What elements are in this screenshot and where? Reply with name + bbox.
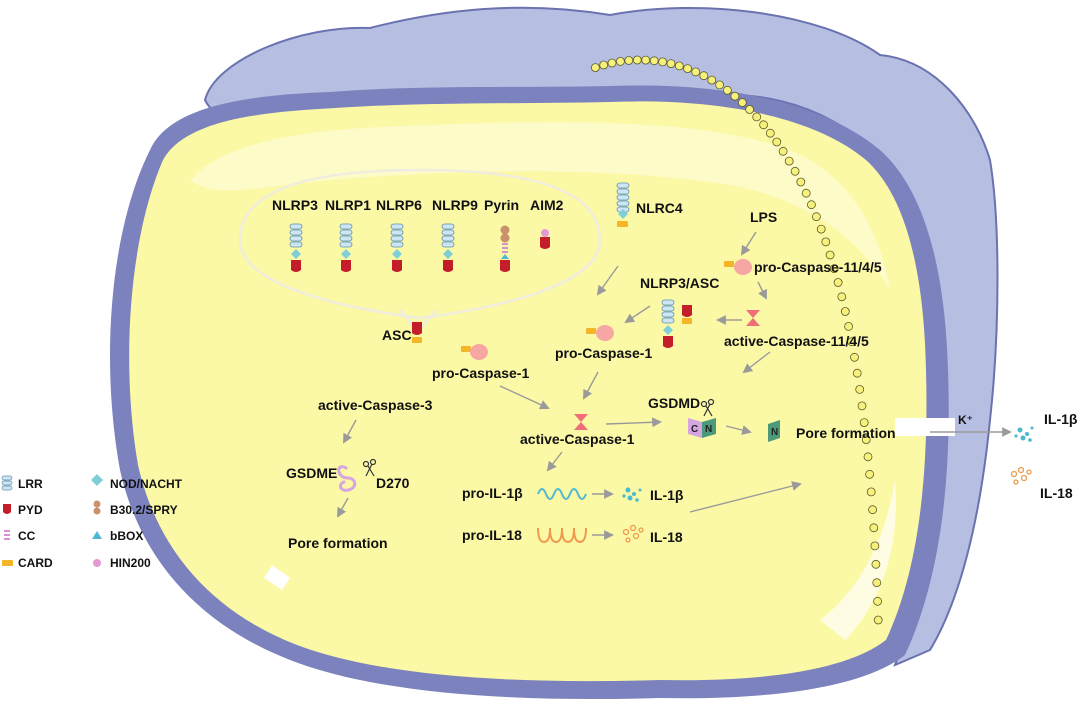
label-active-caspase-11: active-Caspase-11/4/5: [724, 333, 869, 349]
legend-nod-icon: [91, 474, 103, 486]
gsdmd-c-label: C: [691, 424, 698, 435]
legend-cc: CC: [18, 529, 36, 543]
arrow-gsdme-pore: [337, 497, 349, 518]
legend-lrr-icon: [1, 475, 13, 491]
scissors-icon: [700, 398, 715, 417]
pro-caspase-1-mid-icon: [586, 325, 614, 341]
pro-il1b-icon: [537, 488, 587, 500]
label-nlrp3-asc: NLRP3/ASC: [640, 275, 719, 291]
arrow-nlrc4: [596, 265, 619, 296]
label-lps: LPS: [750, 209, 777, 225]
legend-lrr: LRR: [18, 477, 43, 491]
membrane-beads: [591, 55, 883, 625]
arrow-casp1-left: [499, 385, 550, 410]
label-pro-caspase-1-mid: pro-Caspase-1: [555, 345, 652, 361]
sensor-ellipse: [238, 168, 602, 320]
asc-icon: [412, 322, 422, 343]
nlrp3-in-complex: [661, 299, 675, 348]
legend-card-icon: [2, 560, 13, 566]
label-pore-formation-left: Pore formation: [288, 535, 388, 551]
nlrp3-protein: [289, 223, 303, 272]
label-il18: IL-18: [650, 529, 683, 545]
legend-hin200: HIN200: [110, 556, 151, 570]
arrow-casp11-down: [742, 351, 771, 374]
legend-cc-icon: [4, 530, 10, 540]
pro-caspase-11-icon: [724, 259, 752, 275]
label-nlrp6: NLRP6: [376, 197, 422, 213]
arrow-casp1-to-il: [546, 451, 563, 472]
legend-b30-icon: [93, 500, 101, 515]
label-gsdmd: GSDMD: [648, 395, 700, 411]
label-pro-il1b: pro-IL-1β: [462, 485, 523, 501]
nlrc4-protein: [616, 182, 630, 227]
legend-pyd-icon: [3, 504, 11, 514]
legend-pyd: PYD: [18, 503, 43, 517]
nlrp1-protein: [339, 223, 353, 272]
nlr-sensor-proteins: [289, 223, 455, 272]
label-il1b: IL-1β: [650, 487, 684, 503]
active-caspase-11-icon: [746, 310, 760, 326]
label-nlrp3: NLRP3: [272, 197, 318, 213]
nlrp6-protein: [390, 223, 404, 272]
cytoplasm-highlight: [190, 122, 890, 290]
arrow-secretion: [689, 481, 802, 513]
label-il1b-out: IL-1β: [1044, 411, 1078, 427]
arrow-casp1-mid: [583, 371, 599, 400]
gsdmd-n-fragment-icon: N: [768, 420, 780, 442]
aim2-protein: [540, 229, 550, 249]
cytoplasm: [129, 101, 927, 682]
label-nlrc4: NLRC4: [636, 200, 683, 216]
gsdmd-icon: C N: [688, 418, 716, 438]
cell: [110, 6, 999, 700]
membrane-pore: [895, 418, 955, 436]
label-pyrin: Pyrin: [484, 197, 519, 213]
il18-out-icon: [1010, 466, 1032, 485]
arrow-casp11-activation: [757, 281, 767, 300]
pro-caspase-1-left-icon: [461, 344, 488, 360]
membrane-gap: [264, 565, 290, 590]
label-il18-out: IL-18: [1040, 485, 1073, 501]
il18-icon: [622, 524, 644, 543]
label-aim2: AIM2: [530, 197, 564, 213]
label-nlrp9: NLRP9: [432, 197, 478, 213]
label-k-plus: K⁺: [958, 413, 973, 427]
active-caspase-1-icon: [574, 414, 588, 430]
legend: LRR PYD CC CARD NOD/NACHT B30.2/SPRY bBO…: [1, 474, 183, 570]
nlrp3-asc-complex: [661, 299, 692, 348]
label-asc: ASC: [382, 327, 412, 343]
il1b-out-icon: [1014, 426, 1034, 442]
label-active-caspase-3: active-Caspase-3: [318, 397, 433, 413]
il1b-icon: [622, 487, 642, 502]
label-gsdme: GSDME: [286, 465, 337, 481]
gsdme-icon: [337, 465, 357, 492]
label-active-caspase-1: active-Caspase-1: [520, 431, 635, 447]
nlrp9-protein: [441, 223, 455, 272]
legend-hin200-icon: [93, 559, 101, 567]
arrow-casp1-to-gsdmd: [605, 417, 662, 428]
scissors-icon-gsdme: [362, 458, 377, 477]
label-pore-formation-right: Pore formation: [796, 425, 896, 441]
legend-bbox-icon: [92, 531, 102, 539]
gsdmd-n-label: N: [705, 424, 712, 435]
label-pro-caspase-1-left: pro-Caspase-1: [432, 365, 529, 381]
arrow-nlrp3asc: [624, 305, 651, 324]
gsdmd-n-pore-label: N: [771, 427, 778, 438]
label-pro-caspase-11: pro-Caspase-11/4/5: [754, 259, 882, 275]
arrow-casp3: [343, 419, 357, 444]
cytoplasm-reflection: [820, 480, 896, 640]
legend-bbox: bBOX: [110, 529, 143, 543]
arrow-gsdmd-n: [725, 425, 752, 435]
legend-b30: B30.2/SPRY: [110, 503, 178, 517]
pro-il18-icon: [537, 527, 587, 544]
legend-nod: NOD/NACHT: [110, 477, 183, 491]
label-pro-il18: pro-IL-18: [462, 527, 522, 543]
pyrin-protein: [500, 225, 510, 272]
legend-card: CARD: [18, 556, 53, 570]
label-d270: D270: [376, 475, 410, 491]
label-nlrp1: NLRP1: [325, 197, 371, 213]
arrow-lps: [740, 231, 757, 256]
